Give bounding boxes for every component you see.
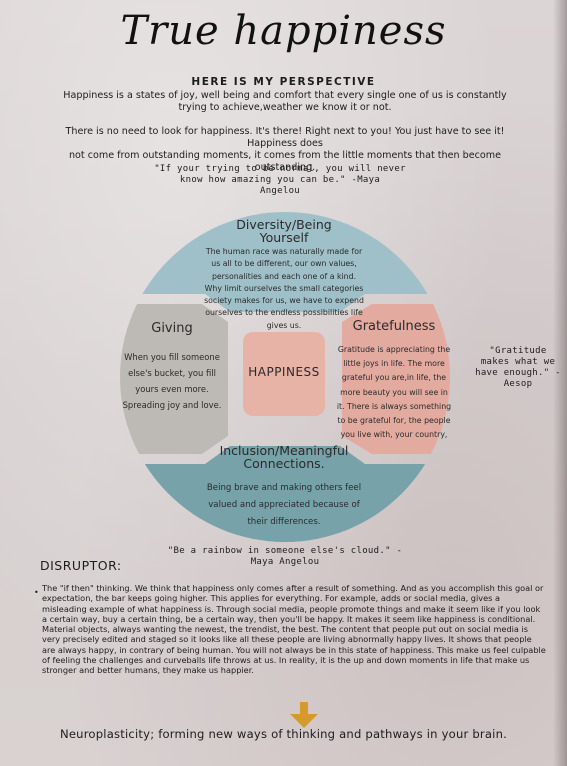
body-line: more beauty you will see in [340, 387, 448, 397]
arrow-down-icon [290, 702, 318, 728]
body-line: When you fill someone [124, 352, 220, 362]
quote-line: have enough." - [475, 368, 561, 378]
quote-right: "Gratitude makes what we have enough." -… [468, 346, 567, 390]
page-title: True happiness [120, 8, 447, 54]
giving-title: Giving [151, 321, 193, 336]
giving-text: Giving When you fill someone else's buck… [116, 322, 228, 413]
paragraph-line: There is no need to look for happiness. … [65, 126, 505, 149]
body-line: gives us. [266, 320, 302, 330]
gratefulness-body: Gratitude is appreciating the little joy… [334, 343, 454, 442]
quote-line: makes what we [480, 357, 556, 367]
segment-center [243, 332, 325, 416]
happiness-diagram [120, 212, 450, 542]
gratefulness-text: Gratefulness Gratitude is appreciating t… [334, 320, 454, 442]
diversity-title-line: Yourself [259, 230, 309, 245]
body-line: grateful you are,in life, the [341, 373, 447, 383]
diversity-text: Diversity/Being Yourself The human race … [196, 218, 372, 332]
quote-line: Aesop [503, 379, 533, 389]
body-line: valued and appreciated because of [208, 500, 360, 510]
body-line: of feeling the challenges and curveballs… [42, 655, 530, 666]
intro-line: Happiness is a states of joy, well being… [63, 90, 507, 101]
paper-shadow-edge [553, 0, 567, 766]
footer-text: Neuroplasticity; forming new ways of thi… [59, 727, 508, 741]
quote-line: know how amazing you can be." -Maya [179, 175, 381, 185]
disruptor-heading: DISRUPTOR: [40, 558, 122, 573]
body-line: Spreading joy and love. [122, 400, 222, 410]
body-line: are always happy, in contrary of being h… [42, 644, 546, 655]
quote-line: "Gratitude [489, 346, 547, 356]
body-line: very precisely edited and staged so it l… [42, 634, 532, 645]
quote-top: "If your trying to be normal, you will n… [130, 164, 430, 197]
body-line: Being brave and making others feel [206, 483, 362, 493]
intro-paragraph: Happiness is a states of joy, well being… [40, 90, 530, 114]
body-line: Why limit ourselves the small categories [204, 283, 364, 293]
quote-line: "Be a rainbow in someone else's cloud." … [167, 546, 403, 556]
body-line: their differences. [247, 517, 321, 527]
quote-line: "If your trying to be normal, you will n… [154, 164, 406, 174]
disruptor-body: The "if then" thinking. We think that ha… [42, 583, 554, 676]
quote-line: Maya Angelou [250, 557, 320, 567]
inclusion-title-line: Inclusion/Meaningful [219, 443, 349, 458]
body-line: you live with, your country, [340, 430, 448, 440]
body-line: personalities and each one of a kind. [211, 271, 357, 281]
bullet-icon: • [34, 588, 39, 597]
body-line: The human race was naturally made for [205, 247, 363, 256]
body-line: a certain way, buy a certain thing, be a… [42, 613, 536, 624]
body-line: ourselves to the endless possibilities l… [205, 308, 363, 318]
quote-line: Angelou [259, 186, 301, 196]
body-line: misleading example of what happiness is.… [42, 603, 541, 614]
second-paragraph: There is no need to look for happiness. … [40, 126, 530, 174]
body-line: yours even more. [135, 384, 209, 394]
diversity-body: The human race was naturally made for us… [196, 246, 372, 332]
inclusion-text: Inclusion/Meaningful Connections. Being … [194, 444, 374, 531]
diversity-title-line: Diversity/Being [236, 217, 332, 232]
body-line: us all to be different, our own values, [211, 259, 357, 269]
body-line: stronger and better humans, they make us… [42, 665, 254, 676]
intro-line: trying to achieve,weather we know it or … [178, 102, 392, 113]
body-line: to be grateful for, the people [337, 416, 451, 426]
body-line: The "if then" thinking. We think that ha… [42, 583, 544, 593]
center-label: HAPPINESS [248, 365, 320, 379]
gratefulness-title: Gratefulness [352, 319, 436, 334]
segment-giving [120, 304, 228, 454]
body-line: expectation, the bar keeps going higher.… [42, 593, 501, 604]
inclusion-body: Being brave and making others feel value… [194, 480, 374, 531]
segment-gratefulness [342, 304, 450, 454]
inclusion-title-line: Connections. [243, 456, 325, 471]
body-line: little joys in life. The more [343, 359, 445, 369]
paragraph-line: not come from outstanding moments, it co… [68, 150, 502, 173]
body-line: Gratitude is appreciating the [337, 345, 451, 354]
body-line: it. There is always something [336, 401, 452, 411]
giving-body: When you fill someone else's bucket, you… [116, 349, 228, 413]
quote-bottom: "Be a rainbow in someone else's cloud." … [130, 546, 440, 568]
page-subtitle: HERE IS MY PERSPECTIVE [191, 76, 376, 88]
body-line: Material objects, always wanting the new… [42, 624, 529, 635]
body-line: society makes for us, we have to expend [204, 296, 364, 306]
body-line: else's bucket, you fill [128, 368, 216, 378]
